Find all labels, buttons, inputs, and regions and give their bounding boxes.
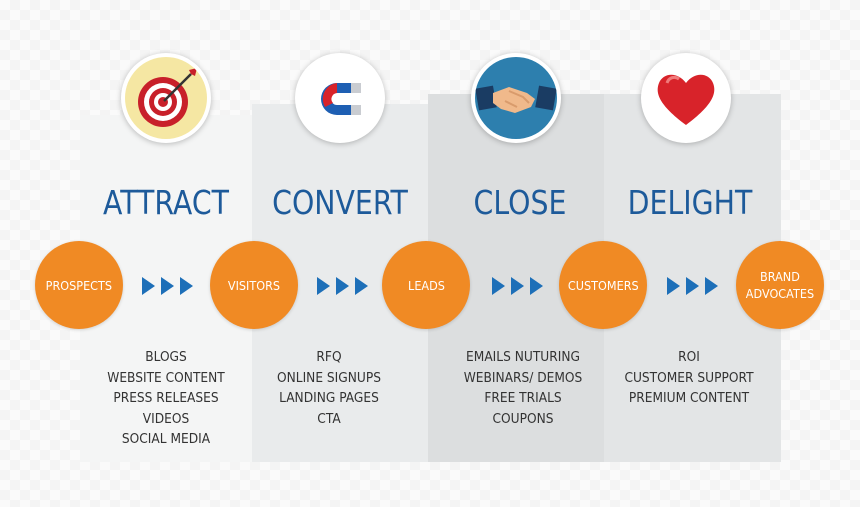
list-item: BLOGS: [145, 350, 187, 365]
delight-tactics-list: ROI CUSTOMER SUPPORT PREMIUM CONTENT: [601, 348, 777, 410]
triple-arrow-icon: [142, 277, 193, 295]
heart-icon: [641, 53, 731, 143]
stage-title-attract: ATTRACT: [102, 183, 230, 222]
node-brand-advocates-label-line2: ADVOCATES: [745, 286, 815, 301]
list-item: EMAILS NUTURING: [466, 350, 580, 365]
stage-title-convert: CONVERT: [272, 183, 408, 222]
magnet-icon: [295, 53, 385, 143]
node-visitors: VISITORS: [210, 241, 298, 329]
list-item: LANDING PAGES: [279, 391, 379, 406]
close-tactics-list: EMAILS NUTURING WEBINARS/ DEMOS FREE TRI…: [435, 348, 611, 430]
target-icon: [121, 53, 211, 143]
list-item: PREMIUM CONTENT: [628, 391, 750, 406]
triple-arrow-icon: [317, 277, 368, 295]
list-item: ONLINE SIGNUPS: [277, 370, 381, 386]
triple-arrow-icon: [492, 277, 543, 295]
node-customers-label: CUSTOMERS: [567, 277, 639, 293]
list-item: COUPONS: [492, 411, 554, 427]
list-item: PRESS RELEASES: [113, 391, 219, 406]
list-item: SOCIAL MEDIA: [121, 432, 211, 447]
stage-title-close: CLOSE: [473, 183, 567, 222]
list-item: WEBINARS/ DEMOS: [463, 370, 583, 386]
convert-tactics-list: RFQ ONLINE SIGNUPS LANDING PAGES CTA: [241, 348, 417, 430]
triple-arrow-icon: [667, 277, 718, 295]
list-item: CTA: [317, 411, 341, 427]
handshake-icon: [471, 53, 561, 143]
node-leads: LEADS: [382, 241, 470, 329]
node-customers: CUSTOMERS: [559, 241, 647, 329]
node-prospects-label: PROSPECTS: [45, 277, 113, 293]
node-leads-label: LEADS: [407, 277, 445, 293]
list-item: CUSTOMER SUPPORT: [624, 370, 754, 386]
list-item: RFQ: [316, 350, 342, 365]
list-item: FREE TRIALS: [484, 391, 562, 406]
list-item: WEBSITE CONTENT: [107, 370, 225, 386]
list-item: VIDEOS: [142, 411, 190, 427]
list-item: ROI: [678, 350, 700, 365]
node-brand-advocates-label-line1: BRAND: [760, 269, 800, 284]
node-brand-advocates: BRAND ADVOCATES: [736, 241, 824, 329]
stage-title-delight: DELIGHT: [627, 183, 753, 222]
node-prospects: PROSPECTS: [35, 241, 123, 329]
node-visitors-label: VISITORS: [227, 277, 281, 293]
attract-tactics-list: BLOGS WEBSITE CONTENT PRESS RELEASES VID…: [78, 348, 254, 451]
